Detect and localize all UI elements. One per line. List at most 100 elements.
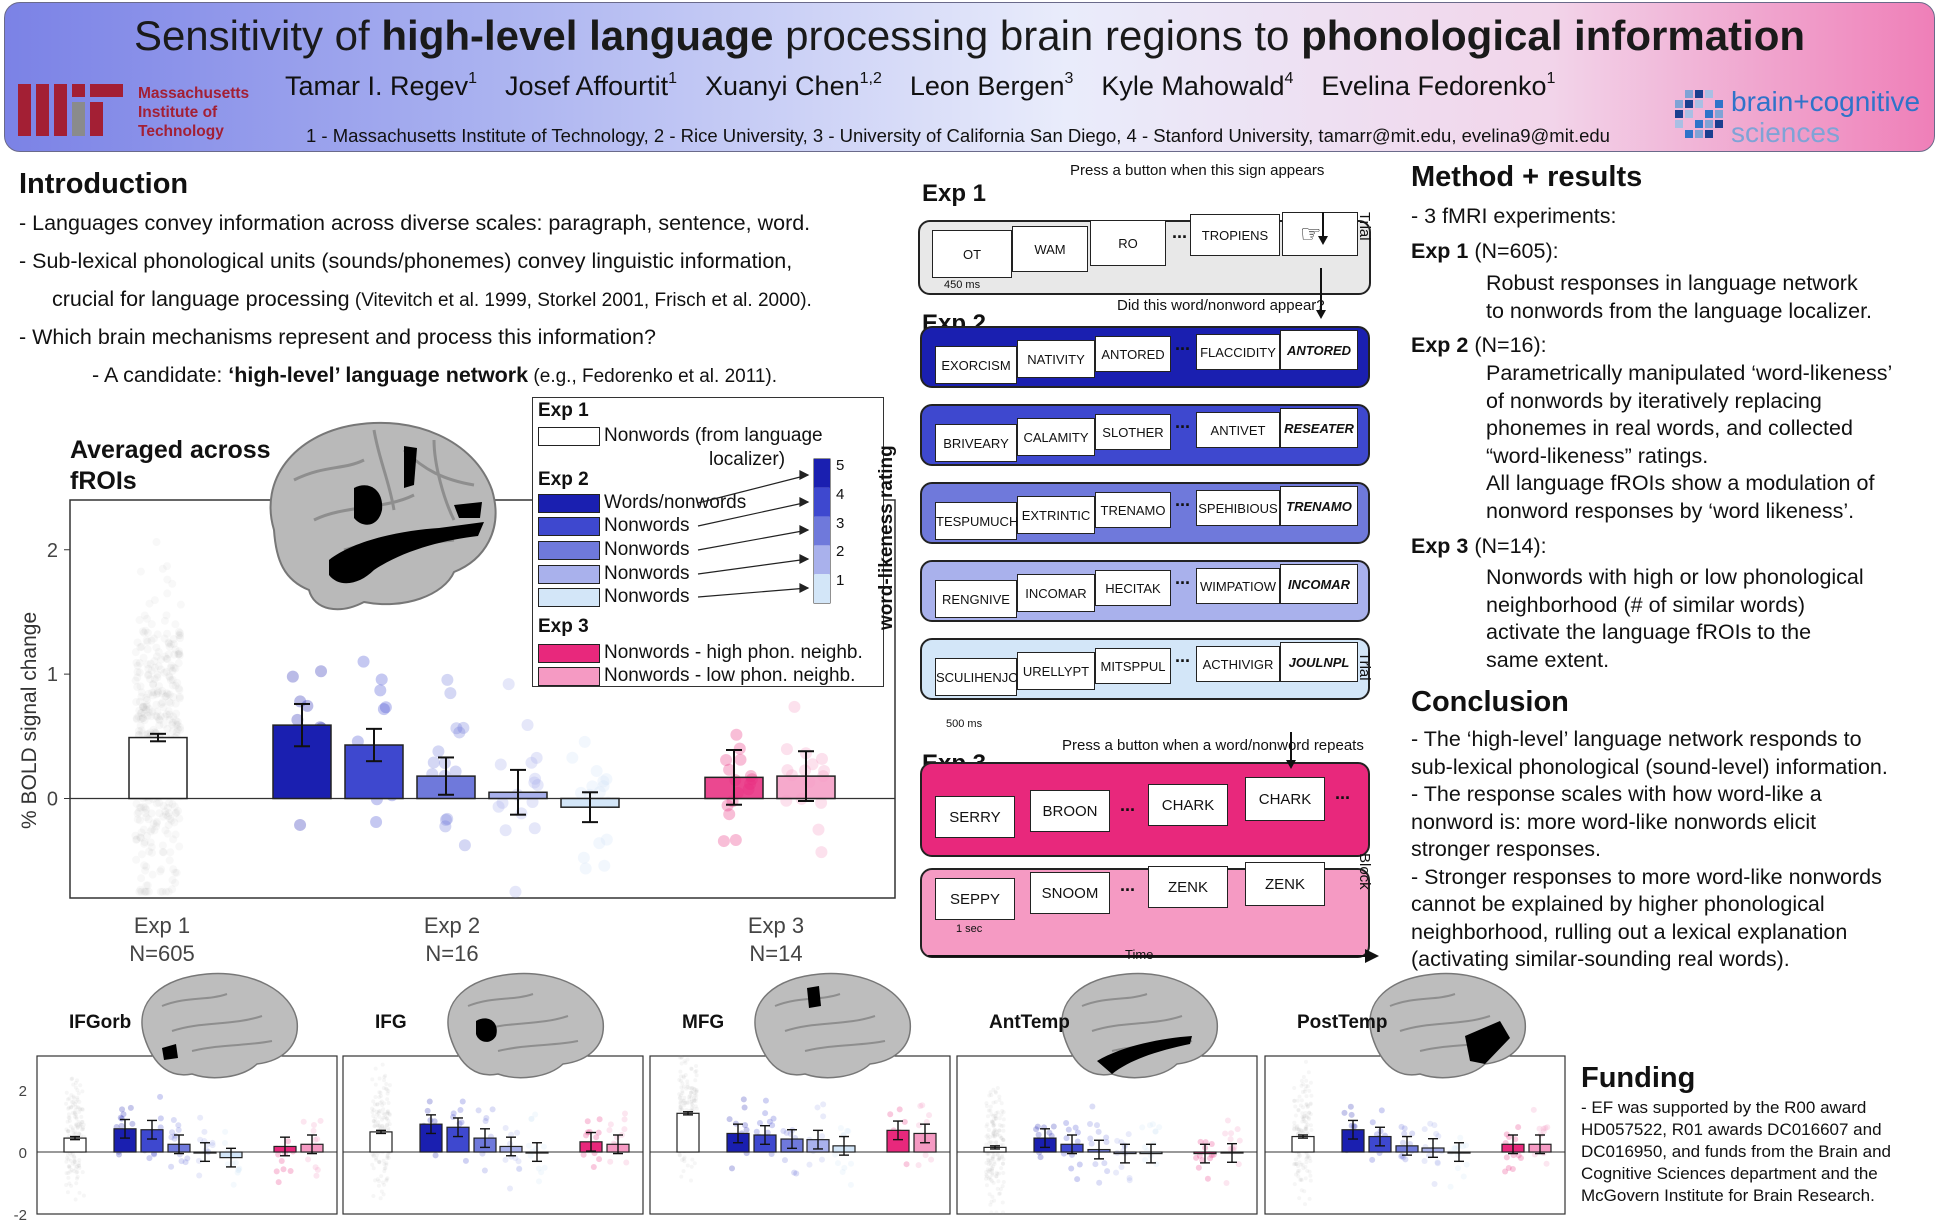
data-point bbox=[1537, 1131, 1544, 1138]
data-point bbox=[1296, 1108, 1301, 1113]
data-point bbox=[67, 1115, 72, 1120]
data-point bbox=[1301, 1082, 1306, 1087]
data-point bbox=[1001, 1148, 1006, 1153]
data-point bbox=[482, 1118, 489, 1125]
data-point bbox=[234, 1169, 241, 1176]
data-point bbox=[679, 1061, 684, 1066]
data-point bbox=[1121, 1142, 1128, 1149]
data-point bbox=[1299, 1140, 1304, 1145]
data-point bbox=[378, 1108, 383, 1113]
data-point bbox=[80, 1147, 85, 1152]
data-point bbox=[527, 1152, 534, 1159]
data-point bbox=[691, 1086, 696, 1091]
data-point bbox=[137, 803, 146, 812]
data-point bbox=[1000, 1200, 1005, 1205]
data-point bbox=[680, 1119, 685, 1124]
data-point bbox=[138, 702, 147, 711]
data-point bbox=[171, 1135, 178, 1142]
data-point bbox=[678, 1135, 683, 1140]
data-point bbox=[999, 1112, 1004, 1117]
data-point bbox=[78, 1144, 83, 1149]
data-point bbox=[201, 1128, 208, 1135]
data-point bbox=[837, 1125, 844, 1132]
data-point bbox=[1301, 1114, 1306, 1119]
data-point bbox=[453, 726, 466, 739]
y-tick-label: 2 bbox=[47, 540, 58, 562]
title-part: phonological information bbox=[1301, 12, 1806, 59]
data-point bbox=[385, 1087, 390, 1092]
data-point bbox=[683, 1137, 688, 1142]
data-point bbox=[991, 1121, 996, 1126]
data-point bbox=[992, 1161, 997, 1166]
data-point bbox=[768, 1151, 775, 1158]
data-point bbox=[990, 1150, 995, 1155]
data-point bbox=[684, 1086, 689, 1091]
data-point bbox=[152, 652, 161, 661]
data-point bbox=[1306, 1142, 1311, 1147]
data-point bbox=[1354, 1138, 1361, 1145]
data-point bbox=[381, 1192, 386, 1197]
data-point bbox=[147, 843, 156, 852]
data-point bbox=[221, 1140, 228, 1147]
data-point bbox=[171, 699, 180, 708]
data-point bbox=[1303, 1087, 1308, 1092]
data-point bbox=[378, 1196, 383, 1201]
data-point bbox=[997, 1156, 1002, 1161]
data-point bbox=[687, 1085, 692, 1090]
data-point bbox=[995, 1152, 1000, 1157]
data-point bbox=[683, 1100, 688, 1105]
data-point bbox=[741, 1104, 748, 1111]
data-point bbox=[989, 1210, 994, 1215]
data-point bbox=[1421, 1157, 1428, 1164]
data-point bbox=[370, 1140, 375, 1145]
data-point bbox=[691, 1098, 696, 1103]
bcs-wordmark-bottom: sciences bbox=[1731, 117, 1840, 148]
data-point bbox=[1041, 1124, 1048, 1131]
data-point bbox=[1088, 1140, 1095, 1147]
data-point bbox=[1398, 1153, 1405, 1160]
data-point bbox=[762, 1097, 769, 1104]
data-point bbox=[146, 827, 155, 836]
data-point bbox=[1297, 1196, 1302, 1201]
data-point bbox=[144, 815, 153, 824]
data-point bbox=[689, 1141, 694, 1146]
data-point bbox=[596, 1156, 603, 1163]
roi-label: MFG bbox=[682, 1012, 725, 1033]
data-point bbox=[611, 1141, 618, 1148]
data-point bbox=[161, 692, 170, 701]
data-point bbox=[142, 813, 151, 822]
legend-arrow bbox=[697, 587, 809, 598]
data-point bbox=[163, 655, 172, 664]
data-point bbox=[171, 645, 180, 654]
data-point bbox=[991, 1087, 996, 1092]
exp2-duration: 500 ms bbox=[946, 718, 983, 730]
legend-arrowhead bbox=[799, 554, 810, 564]
data-point bbox=[677, 1128, 682, 1133]
legend-swatch-exp2-1 bbox=[538, 588, 600, 607]
data-point bbox=[540, 1143, 547, 1150]
data-point bbox=[280, 1166, 287, 1173]
data-point bbox=[1074, 1176, 1081, 1183]
data-point bbox=[66, 1139, 71, 1144]
bar bbox=[886, 1129, 910, 1153]
data-point bbox=[457, 1126, 464, 1133]
data-point bbox=[528, 822, 541, 835]
data-point bbox=[450, 722, 463, 735]
data-point bbox=[380, 1135, 385, 1140]
data-point bbox=[677, 1153, 682, 1158]
data-point bbox=[1297, 1147, 1302, 1152]
group-n: N=605 bbox=[129, 941, 194, 966]
conclusion-heading: Conclusion bbox=[1411, 686, 1569, 718]
data-point bbox=[373, 1102, 378, 1107]
data-point bbox=[794, 1141, 801, 1148]
data-point bbox=[71, 1152, 76, 1157]
data-point bbox=[687, 1097, 692, 1102]
data-point bbox=[840, 1132, 847, 1139]
scale-label: word-likeness rating bbox=[876, 445, 897, 630]
data-point bbox=[171, 664, 180, 673]
data-point bbox=[1400, 1139, 1407, 1146]
data-point bbox=[690, 1089, 695, 1094]
stimulus-word: SNOOM bbox=[1030, 872, 1110, 914]
data-point bbox=[487, 1133, 494, 1140]
data-point bbox=[81, 1125, 86, 1130]
